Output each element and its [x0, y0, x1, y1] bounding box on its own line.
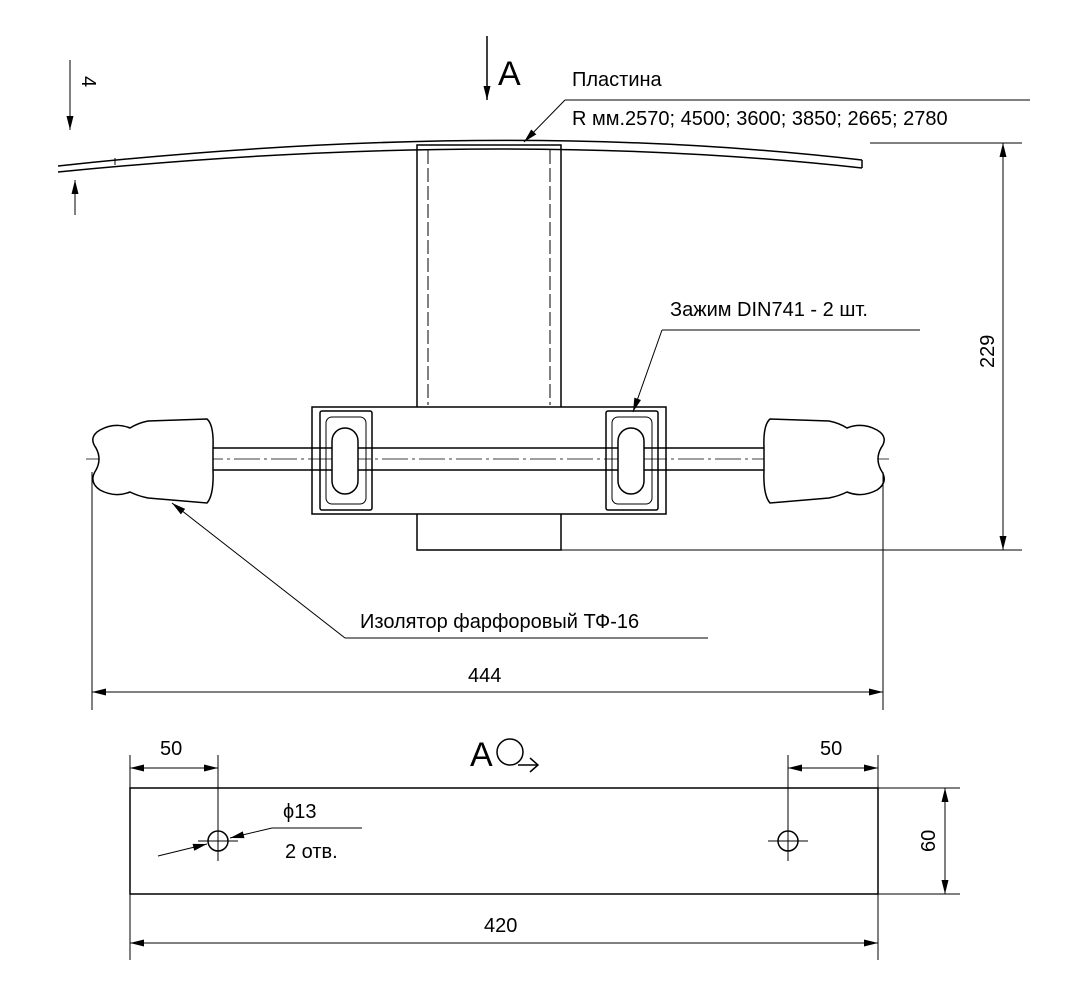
insulator-right [763, 418, 885, 504]
curved-plate [57, 139, 863, 173]
hole-count-label: 2 отв. [285, 841, 338, 863]
hole-left [198, 821, 238, 861]
plate-callout: Пластина R мм.2570; 4500; 3600; 3850; 26… [523, 69, 1030, 143]
hole-callout: ϕ13 2 отв. [157, 801, 362, 863]
thickness-value: 4 [77, 76, 99, 87]
plate-length-value: 420 [484, 915, 517, 937]
total-width-value: 444 [468, 665, 501, 687]
insulator-callout: Изолятор фарфоровый ТФ-16 [171, 502, 708, 639]
total-width-dimension: 444 [91, 472, 884, 710]
thickness-dimension: 4 [66, 60, 99, 215]
view-arrow-a: A [483, 36, 521, 100]
plate-label: Пластина [572, 69, 663, 91]
support-post [416, 144, 562, 551]
view-a-label: A [498, 55, 521, 93]
hole-offset-right-value: 50 [820, 738, 842, 760]
height-value: 229 [977, 335, 999, 368]
hole-offset-left-dimension: 50 [129, 738, 219, 821]
clamp-label: Зажим DIN741 - 2 шт. [670, 299, 868, 321]
insulator-label: Изолятор фарфоровый ТФ-16 [360, 611, 639, 633]
hole-offset-left-value: 50 [160, 738, 182, 760]
height-dimension: 229 [561, 142, 1022, 551]
hole-diameter-label: ϕ13 [283, 801, 316, 823]
cross-bar [86, 406, 890, 515]
clamp-right [605, 410, 659, 511]
plate-width-dimension: 60 [878, 787, 960, 895]
radii-label: R мм.2570; 4500; 3600; 3850; 2665; 2780 [572, 108, 948, 130]
hole-right [768, 821, 808, 861]
hole-offset-right-dimension: 50 [787, 738, 879, 821]
insulator-left [92, 418, 214, 504]
section-view-label: A [470, 736, 540, 774]
clamp-callout: Зажим DIN741 - 2 шт. [632, 299, 920, 413]
section-a-label: A [470, 736, 493, 774]
flat-plate [129, 787, 879, 895]
plate-width-value: 60 [918, 830, 940, 852]
plate-length-dimension: 420 [129, 894, 879, 960]
clamp-left [319, 410, 373, 511]
